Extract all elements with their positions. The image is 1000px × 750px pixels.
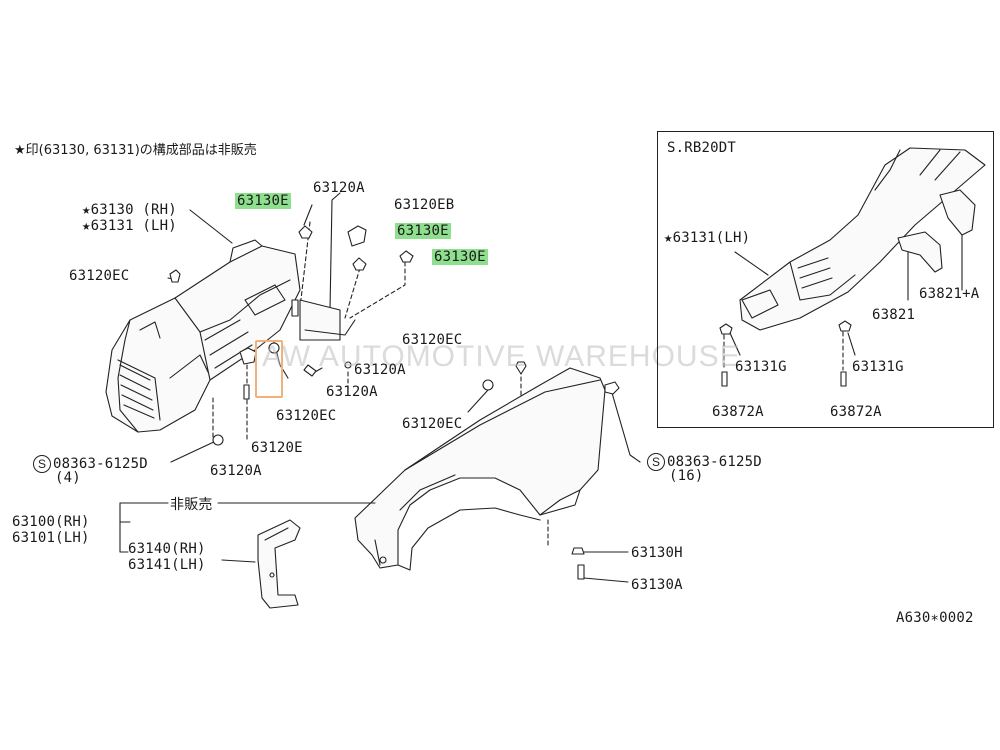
part-label[interactable]: 08363-6125D [53, 456, 148, 472]
part-label[interactable]: 63100(RH) [12, 514, 90, 530]
note-text: ★印(63130, 63131)の構成部品は非販売 [14, 143, 257, 158]
inset-panel [657, 131, 994, 428]
watermark-logo [255, 340, 283, 398]
diagram-code: A630∗0002 [896, 610, 974, 626]
part-label[interactable]: 08363-6125D [667, 454, 762, 470]
part-label[interactable]: ★63130 (RH) [82, 202, 177, 218]
part-label[interactable]: 63131G [735, 359, 787, 375]
part-label[interactable]: 63130H [631, 545, 683, 561]
s-mark-icon: S [33, 455, 51, 473]
part-label[interactable]: 63120EC [402, 416, 463, 432]
part-label[interactable]: 63120A [354, 362, 406, 378]
part-label[interactable]: 63120E [251, 440, 303, 456]
quantity-label: (4) [55, 470, 81, 486]
part-label[interactable]: ★63131 (LH) [82, 218, 177, 234]
part-label[interactable]: 63131G [852, 359, 904, 375]
fender-liner-drawing [105, 239, 301, 433]
not-sold-label: 非販売 [170, 497, 213, 513]
part-label[interactable]: 63821+A [919, 286, 980, 302]
part-label[interactable]: 63872A [830, 404, 882, 420]
part-label[interactable]: ★63131(LH) [664, 230, 751, 246]
front-fender-drawing [354, 367, 606, 571]
part-label[interactable]: 63140(RH) [128, 541, 206, 557]
inset-title: S.RB20DT [667, 140, 737, 156]
part-label[interactable]: 63120EC [276, 408, 337, 424]
part-label[interactable]: 63130A [631, 577, 683, 593]
part-label[interactable]: 63872A [712, 404, 764, 420]
part-label[interactable]: 63141(LH) [128, 557, 206, 573]
part-label[interactable]: 63120A [326, 384, 378, 400]
quantity-label: (16) [669, 468, 704, 484]
part-label-highlighted[interactable]: 63130E [432, 249, 488, 265]
part-label[interactable]: 63821 [872, 307, 916, 323]
part-label[interactable]: 63101(LH) [12, 530, 90, 546]
part-label-highlighted[interactable]: 63130E [235, 193, 291, 209]
part-label[interactable]: 63120EC [402, 332, 463, 348]
part-label-highlighted[interactable]: 63130E [395, 223, 451, 239]
part-label[interactable]: 63120A [313, 180, 365, 196]
part-label[interactable]: 63120A [210, 463, 262, 479]
part-label[interactable]: 63120EB [394, 197, 455, 213]
s-mark-icon: S [647, 453, 665, 471]
part-label[interactable]: 63120EC [69, 268, 130, 284]
watermark: AW AUTOMOTIVE WAREHOUSE [262, 340, 741, 373]
clip-icons [169, 225, 414, 446]
inset-liner-drawing [739, 147, 986, 331]
bracket-drawing [257, 519, 301, 609]
